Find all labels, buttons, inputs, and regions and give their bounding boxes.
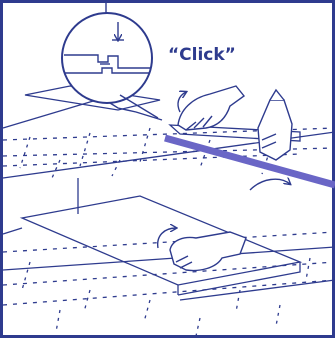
bottom-panel xyxy=(2,178,335,337)
pressing-hand-illustration xyxy=(157,228,247,272)
plank-joint xyxy=(83,289,91,313)
magnifier-circle xyxy=(61,12,153,104)
left-hand-illustration xyxy=(177,85,246,131)
plank-seam xyxy=(2,231,335,253)
plank-joint xyxy=(195,317,201,337)
plank-joint xyxy=(79,132,91,167)
rotation-arrow-icon xyxy=(177,92,186,113)
callout-pointer xyxy=(119,94,159,119)
new-plank xyxy=(19,195,303,286)
plank-joint xyxy=(21,261,31,291)
plank-joint xyxy=(143,299,151,323)
floor-edge xyxy=(2,246,335,271)
plank-joint xyxy=(199,139,211,169)
plank-joint xyxy=(275,304,281,327)
plank-seam xyxy=(2,279,335,306)
floor-edge xyxy=(2,227,23,235)
callout-pointer xyxy=(109,102,163,121)
click-label: “Click” xyxy=(168,45,236,65)
right-hand-illustration xyxy=(249,88,293,191)
joint-profile xyxy=(64,67,150,74)
plank-joint xyxy=(51,159,61,179)
new-plank xyxy=(168,124,301,142)
plank-joint xyxy=(139,127,151,163)
floor-edge xyxy=(179,279,335,301)
plank-joint xyxy=(111,159,121,177)
plank-joint xyxy=(235,289,241,313)
rotation-arrow-icon xyxy=(249,179,290,191)
magnifier-callout xyxy=(61,3,163,121)
plank-thickness xyxy=(177,262,301,296)
plank-joint xyxy=(55,309,61,333)
rotation-arrow-icon xyxy=(157,228,176,249)
highlighted-edge xyxy=(164,134,335,189)
installed-plank xyxy=(24,85,161,111)
plank-joint xyxy=(19,136,31,169)
plank-joint xyxy=(305,257,311,281)
joint-profile xyxy=(64,54,150,69)
